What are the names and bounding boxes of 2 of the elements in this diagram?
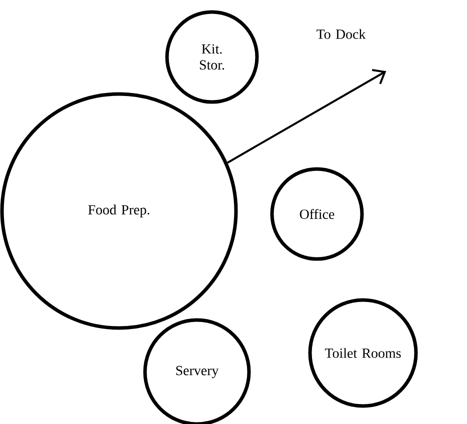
destination-label: To Dock (316, 29, 366, 39)
arrow (226, 68, 386, 164)
